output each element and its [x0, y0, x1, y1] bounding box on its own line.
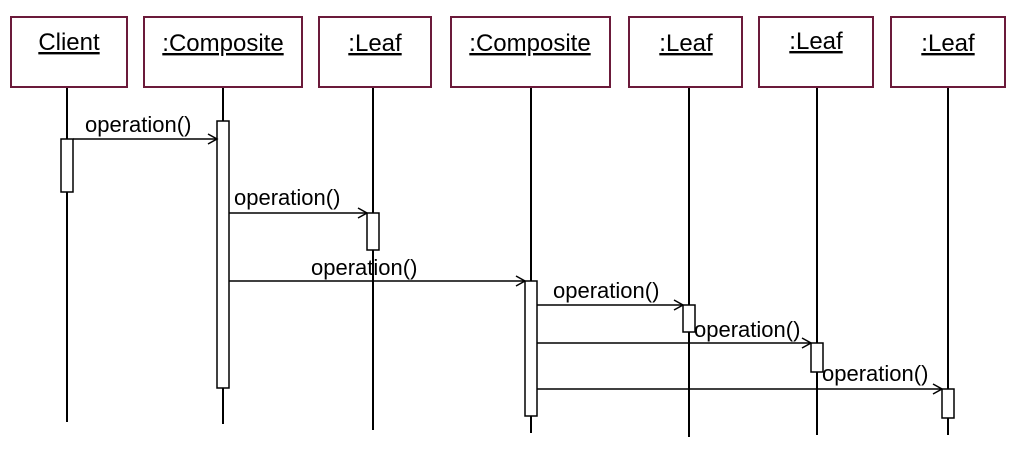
- message-client-to-composite-1: operation(): [73, 112, 219, 145]
- activation-client: [60, 138, 74, 193]
- object-box: [758, 16, 874, 88]
- object-label: :Composite: [162, 30, 283, 57]
- message-composite-2-to-leaf-2: operation(): [537, 278, 685, 311]
- message-label: operation(): [822, 361, 928, 386]
- object-label: Client: [38, 29, 100, 56]
- object-box: [143, 16, 303, 88]
- object-box: [628, 16, 743, 88]
- message-label: operation(): [85, 112, 191, 137]
- object-box: [318, 16, 432, 88]
- message-composite-1-to-composite-2: operation(): [229, 255, 527, 287]
- arrowhead-icon: [515, 275, 527, 287]
- object-label: :Leaf: [348, 30, 402, 57]
- message-label: operation(): [234, 185, 340, 210]
- object-label: :Leaf: [789, 28, 843, 55]
- activation-composite-2: [524, 280, 538, 417]
- object-composite-2: :Composite: [450, 16, 611, 88]
- object-label: :Leaf: [921, 30, 975, 57]
- arrowhead-icon: [207, 133, 219, 145]
- message-composite-1-to-leaf-1: operation(): [229, 185, 369, 219]
- arrowhead-icon: [673, 299, 685, 311]
- activation-leaf-3: [810, 342, 824, 373]
- message-composite-2-to-leaf-4: operation(): [537, 361, 944, 395]
- message-label: operation(): [553, 278, 659, 303]
- arrowhead-icon: [357, 207, 369, 219]
- object-leaf-4: :Leaf: [890, 16, 1006, 88]
- activation-composite-1: [216, 120, 230, 389]
- object-leaf-1: :Leaf: [318, 16, 432, 88]
- message-composite-2-to-leaf-3: operation(): [537, 317, 813, 349]
- object-box: [10, 16, 128, 88]
- object-label: :Leaf: [659, 30, 713, 57]
- object-label: :Composite: [469, 30, 590, 57]
- message-label: operation(): [311, 255, 417, 280]
- object-client: Client: [10, 16, 128, 88]
- object-leaf-2: :Leaf: [628, 16, 743, 88]
- arrowhead-icon: [932, 383, 944, 395]
- arrowhead-icon: [801, 337, 813, 349]
- activation-leaf-1: [366, 212, 380, 251]
- object-composite-1: :Composite: [143, 16, 303, 88]
- message-label: operation(): [694, 317, 800, 342]
- object-leaf-3: :Leaf: [758, 16, 874, 88]
- activation-leaf-4: [941, 388, 955, 419]
- activation-leaf-2: [682, 304, 696, 333]
- object-box: [450, 16, 611, 88]
- object-box: [890, 16, 1006, 88]
